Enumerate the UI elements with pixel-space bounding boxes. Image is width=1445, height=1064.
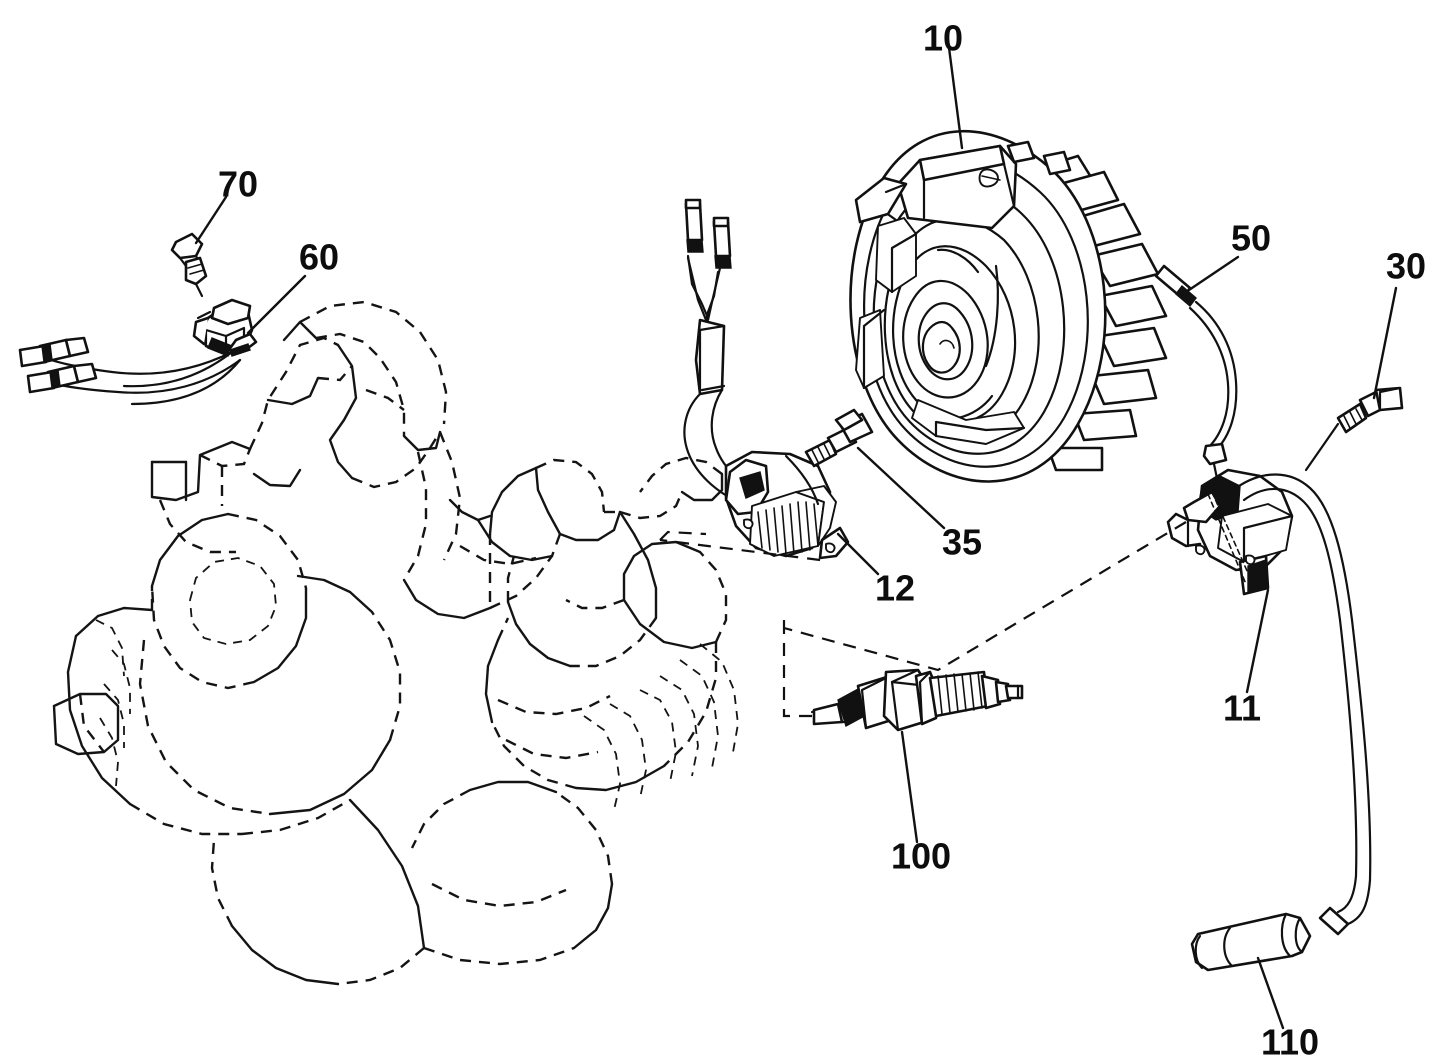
callout-leader-30 — [1372, 286, 1398, 400]
callout-label-50: 50 — [1231, 217, 1271, 258]
callout-label-110: 110 — [1261, 1021, 1319, 1062]
callout-label-60: 60 — [299, 236, 339, 277]
callout-leader-35 — [856, 446, 946, 530]
callout-label-35: 35 — [942, 521, 982, 562]
ignition-coil-bolt — [1304, 386, 1404, 472]
callout-label-11: 11 — [1223, 687, 1261, 728]
callout-70[interactable]: 70 — [194, 163, 258, 245]
charge-coil-harness — [683, 198, 768, 506]
callout-label-10: 10 — [923, 17, 963, 58]
callout-leader-50 — [1184, 255, 1240, 294]
callout-label-70: 70 — [218, 163, 258, 204]
leader-charge-coil-to-engine — [659, 538, 821, 562]
leader-ignition-coil-to-engine — [783, 521, 1187, 672]
engine-stop-switch-body — [192, 298, 258, 357]
callout-11[interactable]: 11 — [1223, 588, 1270, 728]
ignition-coil-body — [1166, 468, 1372, 936]
callout-10[interactable]: 10 — [923, 17, 964, 150]
callout-110[interactable]: 110 — [1256, 956, 1319, 1062]
callout-50[interactable]: 50 — [1184, 217, 1271, 294]
callout-leader-60 — [246, 274, 307, 335]
callout-12[interactable]: 12 — [836, 532, 915, 608]
leader-spark-plug-to-engine — [782, 628, 812, 718]
callout-35[interactable]: 35 — [856, 446, 982, 562]
switch-screw — [170, 232, 208, 298]
engine-block-outline — [52, 300, 739, 986]
callout-100[interactable]: 100 — [891, 730, 951, 876]
callout-label-30: 30 — [1386, 245, 1426, 286]
callout-leader-10 — [946, 38, 964, 150]
callout-leader-100 — [900, 730, 919, 844]
callout-leader-12 — [836, 532, 880, 576]
flywheel-body — [849, 129, 1168, 483]
callout-leader-110 — [1256, 956, 1285, 1030]
callout-30[interactable]: 30 — [1372, 245, 1426, 400]
charge-coil-body — [724, 450, 850, 560]
leader-coil-to-engine-2 — [659, 530, 707, 541]
callout-label-12: 12 — [875, 567, 915, 608]
charge-coil-bolt — [804, 408, 874, 468]
callout-label-100: 100 — [891, 835, 951, 876]
lead-wire — [1154, 264, 1238, 514]
switch-wires — [18, 336, 242, 406]
spark-plug-cap-body — [1190, 912, 1312, 972]
spark-plug-body — [810, 668, 1024, 732]
callout-leader-70 — [194, 195, 228, 245]
callout-60[interactable]: 60 — [246, 236, 339, 335]
callout-leader-11 — [1245, 588, 1270, 694]
